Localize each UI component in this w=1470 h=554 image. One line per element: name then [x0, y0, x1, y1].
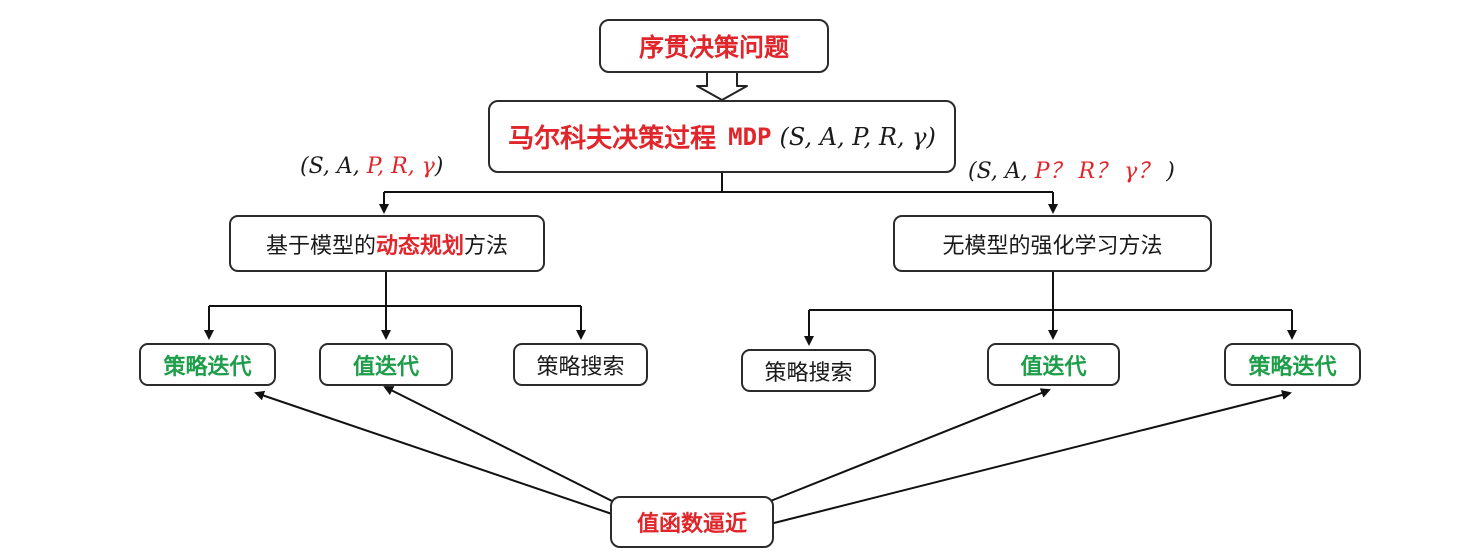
right-tuple-known: S, A,	[976, 159, 1035, 184]
left-tuple-known-highlight: P, R, γ	[366, 154, 435, 179]
left-tuple-known: S, A,	[308, 154, 367, 179]
node-left-policy-search: 策略搜索	[513, 343, 648, 386]
mdp-tuple: (S, A, P, R, γ)	[779, 122, 936, 151]
hollow-down-arrow	[696, 71, 748, 101]
arrow-vfa-right-value-iteration	[767, 388, 1051, 503]
node-right-policy-search: 策略搜索	[741, 349, 876, 392]
left-tuple-annotation: (S, A, P, R, γ)	[300, 154, 444, 179]
node-left-value-iteration: 值迭代	[319, 343, 453, 386]
right-tuple-unknown: P？ R？ γ？	[1034, 159, 1160, 184]
mdp-label: 马尔科夫决策过程	[508, 124, 717, 154]
arrow-vfa-left-policy-iteration	[254, 390, 613, 515]
node-mdp: 马尔科夫决策过程 MDP (S, A, P, R, γ)	[488, 100, 956, 173]
node-model-free-rl-methods: 无模型的强化学习方法	[893, 215, 1212, 272]
arrow-vfa-left-value-iteration	[383, 386, 615, 503]
node-right-value-iteration: 值迭代	[987, 343, 1120, 386]
node-left-policy-iteration: 策略迭代	[139, 343, 276, 386]
node-label: 无模型的强化学习方法	[942, 233, 1163, 259]
node-sequential-decision-problem: 序贯决策问题	[599, 19, 829, 73]
node-label: 序贯决策问题	[638, 33, 789, 62]
mdp-abbr: MDP	[728, 122, 772, 151]
dynamic-programming-highlight: 动态规划	[375, 233, 464, 259]
arrow-vfa-right-policy-iteration	[769, 390, 1292, 525]
node-right-policy-iteration: 策略迭代	[1224, 343, 1361, 386]
node-model-based-methods: 基于模型的动态规划方法	[229, 215, 545, 272]
right-tuple-annotation: (S, A, P？ R？ γ？ )	[968, 159, 1175, 184]
node-value-function-approximation: 值函数逼近	[610, 496, 774, 548]
